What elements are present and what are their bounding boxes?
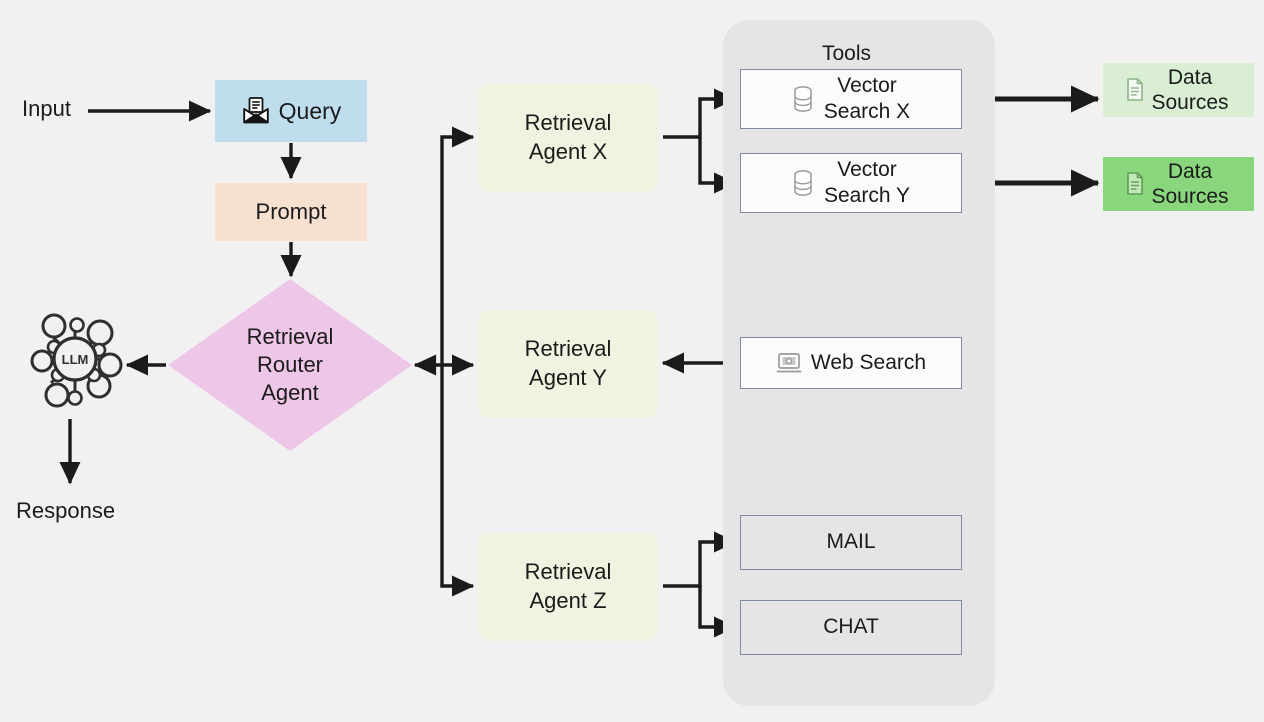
response-label: Response (16, 498, 116, 523)
retrieval-router-agent-node[interactable]: Retrieval Router Agent (168, 279, 412, 451)
router-label-line-1: Retrieval (246, 323, 334, 349)
query-node[interactable]: Query (215, 80, 367, 142)
mail-node[interactable]: MAIL (740, 515, 962, 570)
agent-y-label-line-2: Agent Y (529, 365, 607, 390)
agent-z-label-line-1: Retrieval (524, 559, 612, 585)
chat-label: CHAT (823, 615, 879, 639)
mail-label: MAIL (826, 530, 876, 554)
llm-network-icon: LLM (20, 303, 130, 415)
data-sources-node-2[interactable]: Data Sources (1103, 157, 1254, 211)
router-label-line-2: Router (256, 351, 324, 377)
vector-y-label-line-1: Vector (837, 157, 897, 181)
retrieval-agent-z-node[interactable]: Retrieval Agent Z (478, 533, 658, 641)
query-label: Query (278, 97, 342, 124)
monitor-icon (776, 352, 802, 374)
vector-x-label-line-2: Search X (823, 100, 911, 123)
retrieval-agent-y-node[interactable]: Retrieval Agent Y (478, 310, 658, 418)
input-label: Input (22, 96, 71, 121)
data-sources-1-label: Data Sources (1151, 65, 1228, 115)
web-search-label: Web Search (810, 350, 927, 374)
prompt-node[interactable]: Prompt (215, 183, 367, 241)
retrieval-agent-y-label: Retrieval Agent Y (525, 335, 612, 392)
agent-x-label-line-1: Retrieval (524, 110, 612, 136)
router-label-line-3: Agent (261, 380, 319, 406)
data-sources-1-line-2: Sources (1151, 91, 1229, 114)
data-sources-node-1[interactable]: Data Sources (1103, 63, 1254, 117)
chat-node[interactable]: CHAT (740, 600, 962, 655)
retrieval-router-agent-label: Retrieval Router Agent (247, 323, 334, 407)
vector-search-x-label: Vector Search X (824, 73, 910, 126)
document-icon (1124, 171, 1146, 197)
agent-z-label-line-2: Agent Z (529, 588, 607, 613)
retrieval-agent-z-label: Retrieval Agent Z (525, 558, 612, 615)
edge-router-to-agent-z (440, 365, 475, 597)
vector-search-y-label: Vector Search Y (824, 157, 910, 210)
edge-router-to-agent-x (440, 126, 475, 365)
data-sources-2-line-2: Sources (1151, 185, 1229, 208)
vector-y-label-line-2: Search Y (824, 184, 910, 207)
envelope-document-icon (241, 96, 271, 126)
prompt-label: Prompt (255, 198, 327, 224)
data-sources-2-line-1: Data (1167, 159, 1213, 183)
agent-y-label-line-1: Retrieval (524, 336, 612, 362)
database-icon (792, 169, 814, 197)
agent-x-label-line-2: Agent X (528, 139, 608, 164)
vector-x-label-line-1: Vector (837, 73, 897, 97)
vector-search-y-node[interactable]: Vector Search Y (740, 153, 962, 213)
retrieval-agent-x-node[interactable]: Retrieval Agent X (478, 84, 658, 192)
database-icon (792, 85, 814, 113)
tools-panel-title: Tools (822, 42, 872, 65)
web-search-node[interactable]: Web Search (740, 337, 962, 389)
document-icon (1124, 77, 1146, 103)
data-sources-2-label: Data Sources (1151, 159, 1228, 209)
vector-search-x-node[interactable]: Vector Search X (740, 69, 962, 129)
data-sources-1-line-1: Data (1167, 65, 1213, 89)
retrieval-agent-x-label: Retrieval Agent X (525, 109, 612, 166)
llm-icon-label: LLM (62, 352, 89, 367)
